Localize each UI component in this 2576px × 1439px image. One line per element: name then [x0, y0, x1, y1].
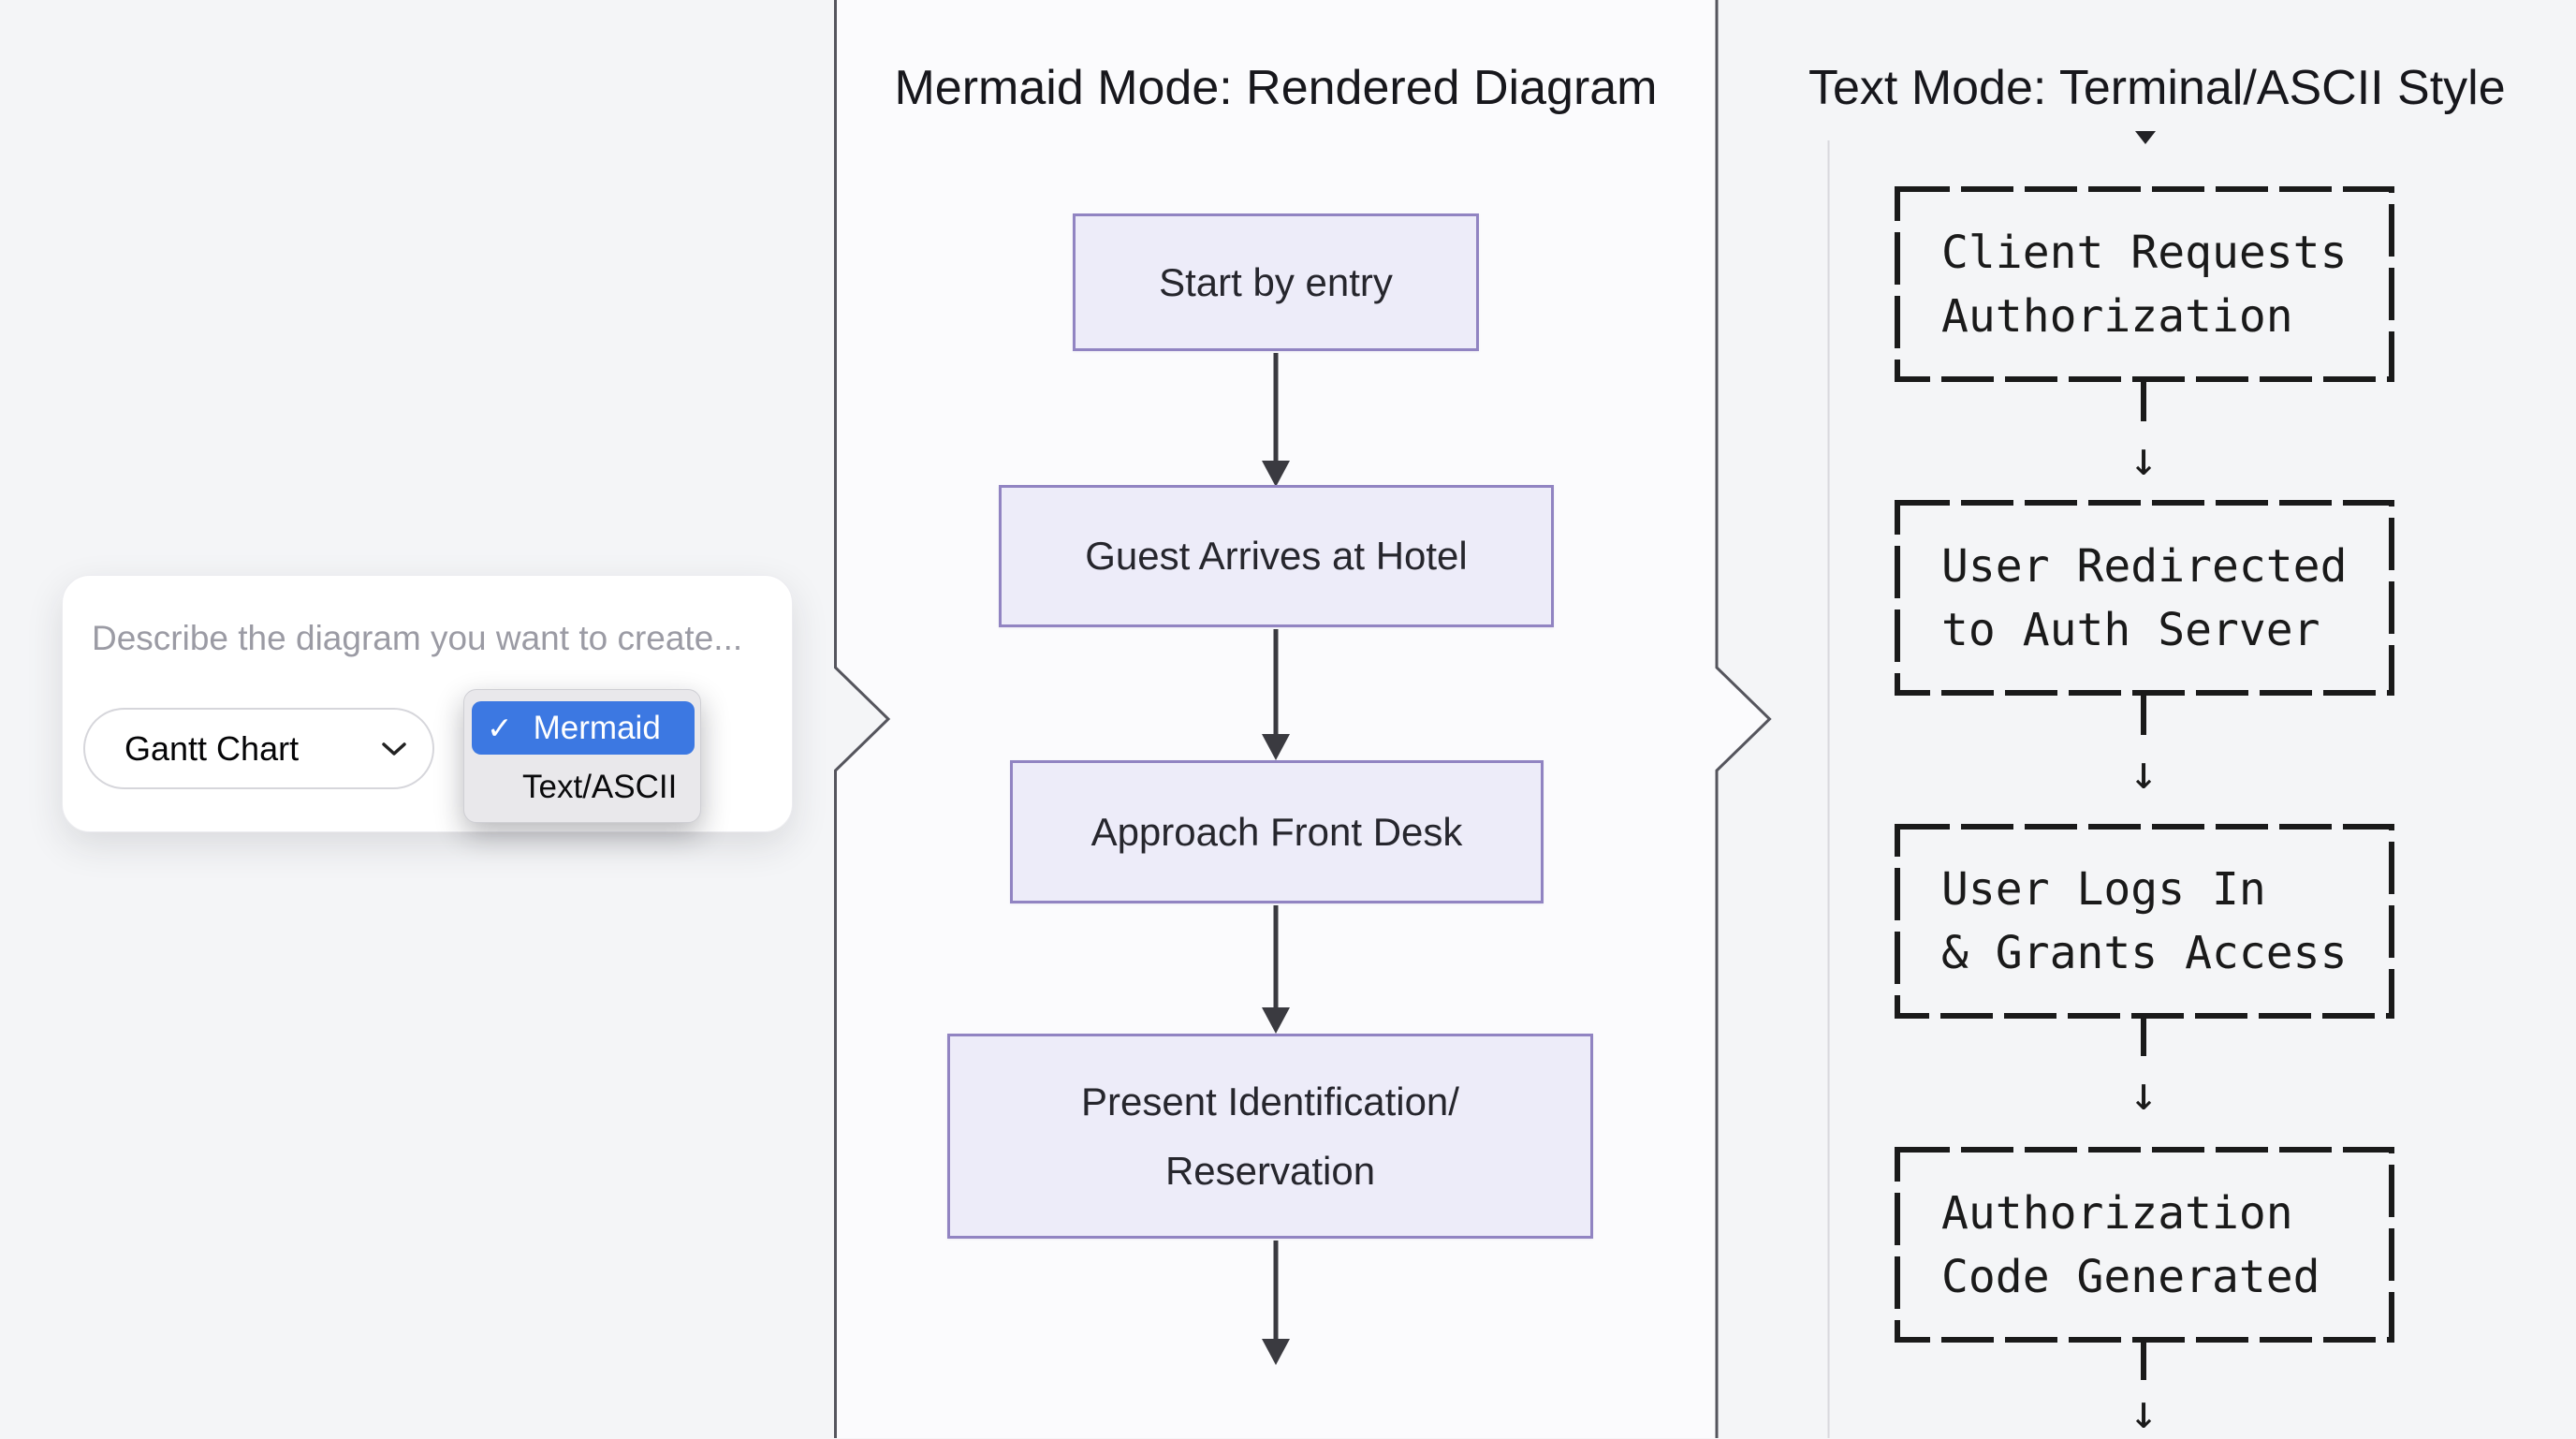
ascii-box-client-requests: Client Requests Authorization — [1897, 189, 2392, 379]
description-input[interactable]: Describe the diagram you want to create.… — [92, 619, 743, 657]
ascii-down-arrow: ↓ — [2129, 432, 2159, 486]
flow-node-label: Approach Front Desk — [1090, 809, 1463, 854]
ascii-line: Code Generated — [1941, 1250, 2320, 1303]
diagram-type-value: Gantt Chart — [124, 728, 300, 768]
menu-item-mermaid[interactable]: ✓ Mermaid — [472, 701, 695, 755]
diagram-input-card: Describe the diagram you want to create.… — [62, 575, 793, 832]
flow-node-start: Start by entry — [1073, 213, 1479, 351]
ascii-box-auth-code: Authorization Code Generated — [1897, 1150, 2392, 1340]
flow-node-label: Guest Arrives at Hotel — [1085, 534, 1468, 578]
ascii-line: to Auth Server — [1941, 603, 2320, 656]
ascii-line: & Grants Access — [1941, 927, 2348, 979]
ascii-line: User Logs In — [1941, 863, 2266, 916]
ascii-down-arrow: ↓ — [2129, 1066, 2159, 1121]
ascii-box-user-logs-in: User Logs In & Grants Access — [1897, 827, 2392, 1016]
ascii-line: Authorization — [1941, 1186, 2293, 1240]
flow-node-approach-desk: Approach Front Desk — [1010, 760, 1544, 903]
ascii-down-arrow: ↓ — [2129, 1385, 2159, 1439]
text-panel-title: Text Mode: Terminal/ASCII Style — [1808, 61, 2506, 115]
flow-node-guest-arrives: Guest Arrives at Hotel — [999, 485, 1554, 627]
ascii-line: Authorization — [1941, 289, 2293, 343]
flow-node-label: Start by entry — [1159, 259, 1393, 304]
menu-item-text-ascii[interactable]: Text/ASCII — [522, 769, 678, 805]
flow-node-label: Reservation — [1164, 1148, 1376, 1193]
ascii-incoming-arrow-tip — [2135, 131, 2156, 144]
check-icon: ✓ — [487, 711, 513, 745]
flow-node-present-id: Present Identification/ Reservation — [947, 1034, 1593, 1239]
render-mode-menu: ✓ Mermaid Text/ASCII — [463, 689, 701, 823]
ascii-line: User Redirected — [1941, 539, 2348, 593]
diagram-type-select[interactable]: Gantt Chart — [83, 708, 434, 789]
flow-arrows — [1262, 353, 1290, 1365]
ascii-line: Client Requests — [1941, 226, 2348, 279]
ascii-box-user-redirected: User Redirected to Auth Server — [1897, 503, 2392, 693]
ascii-down-arrow: ↓ — [2129, 745, 2159, 800]
mermaid-panel-title: Mermaid Mode: Rendered Diagram — [894, 61, 1658, 115]
chevron-down-icon — [382, 742, 406, 756]
menu-item-label: Mermaid — [533, 709, 661, 746]
flow-node-label: Present Identification/ — [1081, 1079, 1459, 1123]
